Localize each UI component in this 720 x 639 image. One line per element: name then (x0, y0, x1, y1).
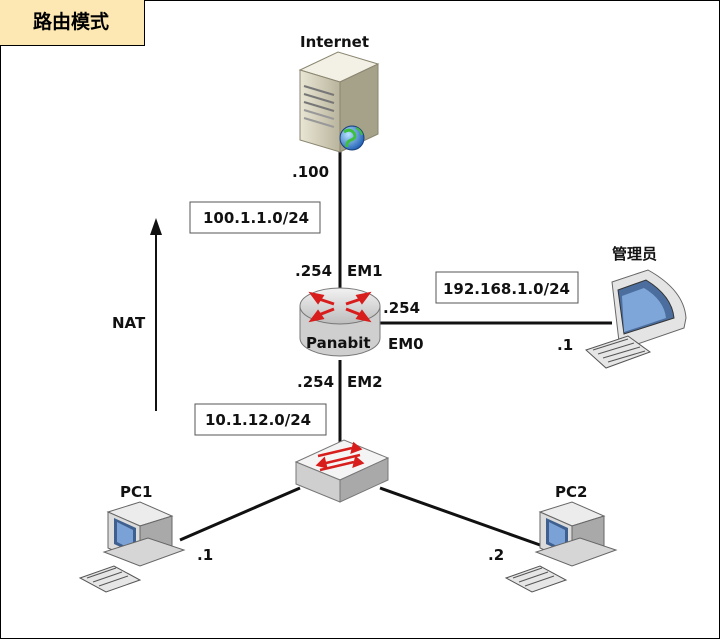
page-title: 路由模式 (0, 0, 145, 46)
internet-label: Internet (300, 33, 369, 51)
em1-ip-label: .254 (295, 262, 332, 280)
nat-label: NAT (112, 314, 146, 332)
link-switch-pc1 (179, 486, 301, 542)
wan-subnet-box: 100.1.1.0/24 (189, 201, 321, 234)
pc2-ip-label: .2 (488, 546, 504, 564)
pc1-ip-label: .1 (197, 546, 213, 564)
pc1-label: PC1 (120, 483, 152, 501)
admin-ip-label: .1 (557, 336, 573, 354)
admin-workstation-icon (585, 269, 687, 369)
wan-subnet-label: 100.1.1.0/24 (203, 209, 309, 227)
em0-ip-label: .254 (383, 299, 420, 317)
globe-icon (339, 125, 365, 151)
pc1-computer-icon (78, 501, 186, 593)
switch-icon (294, 439, 390, 503)
link-switch-pc2 (379, 486, 541, 547)
pc2-label: PC2 (555, 483, 587, 501)
router-icon (299, 287, 381, 357)
em2-ip-label: .254 (297, 373, 334, 391)
pc2-computer-icon (504, 501, 618, 593)
mgmt-subnet-label: 192.168.1.0/24 (443, 280, 570, 298)
em0-label: EM0 (388, 335, 424, 353)
em1-label: EM1 (347, 262, 383, 280)
internet-ip-label: .100 (292, 163, 329, 181)
internet-server-icon (298, 51, 380, 153)
lan-subnet-label: 10.1.12.0/24 (205, 411, 311, 429)
em2-label: EM2 (347, 373, 383, 391)
lan-subnet-box: 10.1.12.0/24 (194, 403, 327, 436)
admin-label: 管理员 (612, 245, 657, 263)
mgmt-subnet-box: 192.168.1.0/24 (435, 271, 579, 304)
router-label: Panabit (306, 334, 371, 352)
nat-arrow (150, 218, 162, 411)
